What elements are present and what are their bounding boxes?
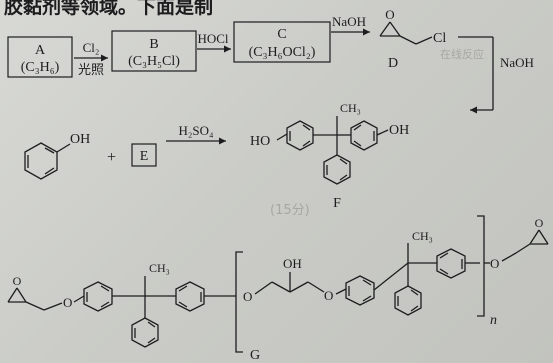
- g-right-epoxide-oxygen: O: [535, 216, 544, 230]
- g-hydroxyl: OH: [283, 256, 302, 271]
- chlorine-label: Cl: [433, 31, 446, 46]
- g-left-methyl: CH₃: [149, 261, 170, 275]
- compound-d-structure: O Cl: [379, 7, 446, 46]
- compound-b-box: [111, 30, 197, 72]
- phenol-hydroxyl: OH: [70, 132, 90, 147]
- compound-b-formula: (C₃H₅Cl): [128, 54, 180, 69]
- condensation-catalyst: H₂SO₄: [178, 123, 214, 138]
- step1-condition: 光照: [78, 62, 104, 77]
- compound-b-label: B: [149, 37, 158, 52]
- step4-reagent: NaOH: [500, 55, 534, 70]
- plus-sign: +: [107, 149, 116, 166]
- f-methyl: CH₃: [340, 101, 361, 115]
- g-repeat-oxygen-2: O: [324, 288, 333, 303]
- reaction-row-1: A (C₃H₆) Cl₂ 光照 B (C₃H₅Cl) HOCl C (C₃H₆O…: [7, 7, 534, 114]
- reaction-row-2: OH + E H₂SO₄ HO CH₃: [24, 101, 409, 211]
- compound-c-box: [233, 21, 331, 63]
- compound-c-label: C: [277, 27, 286, 42]
- compound-c-formula: (C₃H₆OCl₂): [249, 45, 316, 60]
- compound-d-label: D: [388, 56, 398, 71]
- bleed-through-text: (15分) 在线反应: [270, 47, 484, 218]
- compound-e-box: [131, 143, 157, 167]
- g-left-ether-oxygen: O: [63, 295, 72, 310]
- polymer-g-label: G: [250, 348, 260, 363]
- g-right-ether-oxygen: O: [490, 256, 499, 271]
- step2-reagent: HOCl: [197, 31, 228, 46]
- compound-f-structure: HO CH₃ OH: [250, 101, 409, 185]
- g-repeat-methyl: CH₃: [412, 229, 433, 243]
- phenol-structure: OH: [24, 132, 90, 180]
- polymer-g-structure: O O CH₃ O OH O: [7, 215, 549, 353]
- f-left-hydroxyl: HO: [250, 134, 270, 149]
- g-left-epoxide-oxygen: O: [13, 274, 22, 288]
- f-right-hydroxyl: OH: [389, 123, 409, 138]
- step1-reagent: Cl₂: [83, 40, 100, 55]
- g-repeat-count: n: [490, 313, 497, 328]
- header-fragment: 胶黏剂等领域。下面是制: [4, 0, 213, 18]
- compound-a-box: [7, 36, 73, 78]
- compound-f-label: F: [333, 196, 341, 211]
- bleed-text-a: (15分): [270, 203, 310, 218]
- bleed-text-b: 在线反应: [440, 47, 484, 61]
- step3-reagent: NaOH: [332, 14, 366, 29]
- compound-a-formula: (C₃H₆): [21, 60, 60, 75]
- epoxide-oxygen: O: [385, 7, 394, 22]
- g-repeat-oxygen-1: O: [243, 289, 252, 304]
- compound-e-label: E: [140, 149, 149, 164]
- compound-a-label: A: [35, 43, 46, 58]
